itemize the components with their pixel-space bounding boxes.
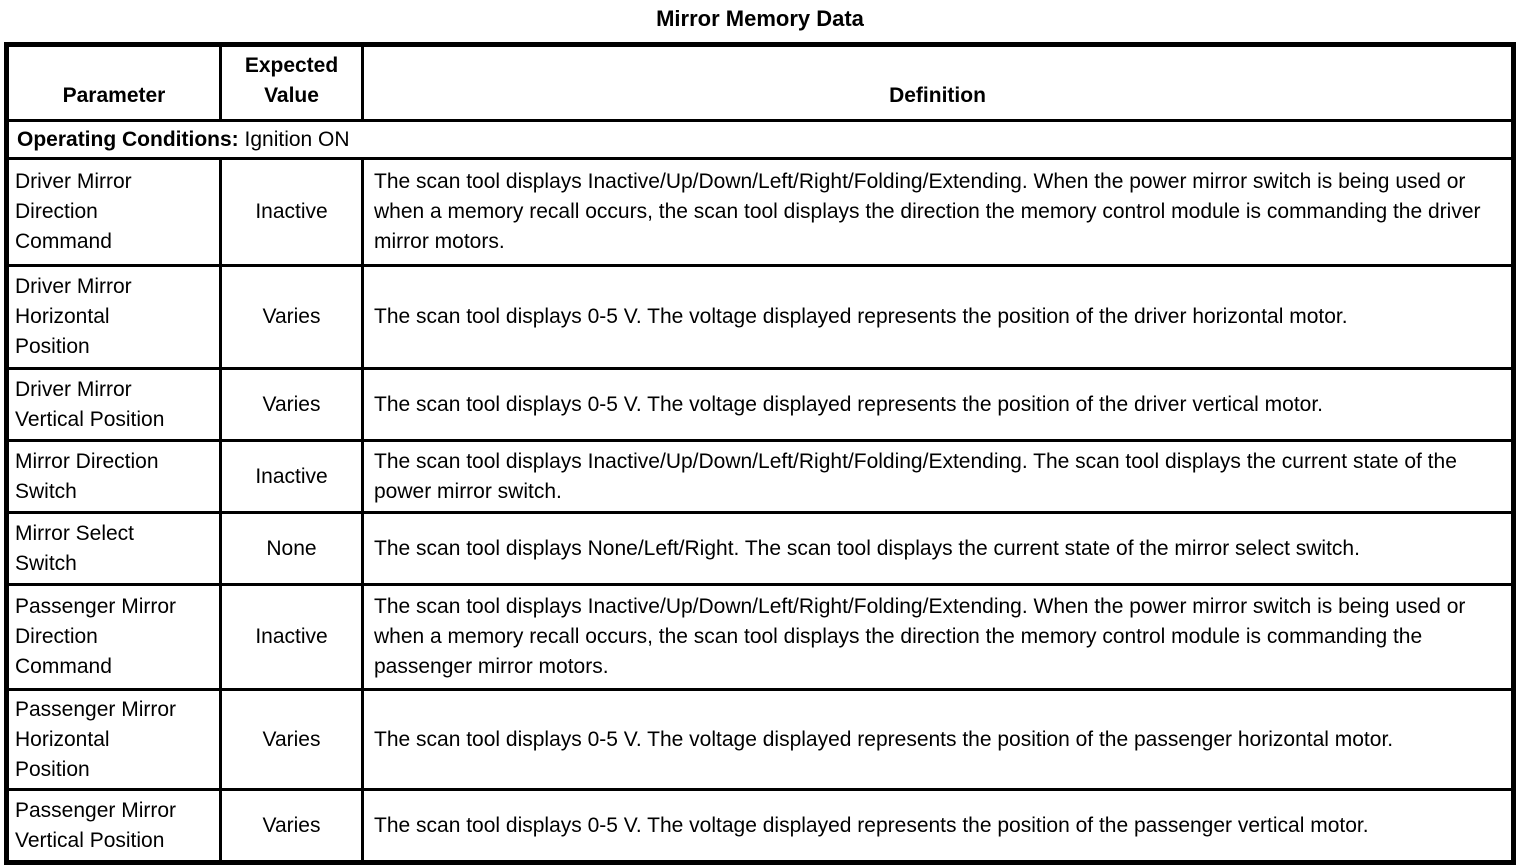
- expected-value-cell: None: [219, 511, 364, 586]
- column-header-definition: Definition: [361, 43, 1515, 122]
- definition-cell: The scan tool displays None/Left/Right. …: [361, 511, 1515, 586]
- definition-cell: The scan tool displays 0-5 V. The voltag…: [361, 788, 1515, 864]
- parameter-cell: Driver Mirror Vertical Position: [5, 367, 222, 442]
- expected-value-cell: Varies: [219, 788, 364, 864]
- expected-value-cell: Inactive: [219, 157, 364, 267]
- column-header-parameter: Parameter: [5, 43, 222, 122]
- parameter-cell: Mirror Direction Switch: [5, 439, 222, 514]
- definition-cell: The scan tool displays 0-5 V. The voltag…: [361, 367, 1515, 442]
- definition-cell: The scan tool displays Inactive/Up/Down/…: [361, 439, 1515, 514]
- operating-conditions-value: Ignition ON: [244, 127, 350, 151]
- parameter-cell: Passenger Mirror Vertical Position: [5, 788, 222, 864]
- table-row: Driver Mirror Horizontal Position Varies…: [5, 264, 1515, 370]
- page-title: Mirror Memory Data: [656, 6, 864, 31]
- parameter-cell: Driver Mirror Direction Command: [5, 157, 222, 267]
- operating-conditions-cell: Operating Conditions: Ignition ON: [5, 119, 1515, 160]
- parameter-cell: Driver Mirror Horizontal Position: [5, 264, 222, 370]
- expected-value-cell: Varies: [219, 264, 364, 370]
- expected-value-cell: Inactive: [219, 439, 364, 514]
- parameter-cell: Passenger Mirror Direction Command: [5, 583, 222, 691]
- mirror-memory-data-table: Parameter Expected Value Definition Oper…: [4, 42, 1516, 865]
- table-row: Mirror Select Switch None The scan tool …: [5, 511, 1515, 586]
- definition-cell: The scan tool displays Inactive/Up/Down/…: [361, 157, 1515, 267]
- expected-value-cell: Inactive: [219, 583, 364, 691]
- table-row: Passenger Mirror Vertical Position Varie…: [5, 788, 1515, 864]
- table-row: Driver Mirror Vertical Position Varies T…: [5, 367, 1515, 442]
- column-header-expected-value: Expected Value: [219, 43, 364, 122]
- operating-conditions-label: Operating Conditions:: [17, 127, 239, 151]
- table-row: Mirror Direction Switch Inactive The sca…: [5, 439, 1515, 514]
- parameter-cell: Passenger Mirror Horizontal Position: [5, 688, 222, 791]
- table-row: Passenger Mirror Horizontal Position Var…: [5, 688, 1515, 791]
- expected-value-cell: Varies: [219, 688, 364, 791]
- header-row: Parameter Expected Value Definition: [5, 43, 1515, 122]
- operating-conditions-row: Operating Conditions: Ignition ON: [5, 119, 1515, 160]
- definition-cell: The scan tool displays 0-5 V. The voltag…: [361, 264, 1515, 370]
- definition-cell: The scan tool displays Inactive/Up/Down/…: [361, 583, 1515, 691]
- parameter-cell: Mirror Select Switch: [5, 511, 222, 586]
- definition-cell: The scan tool displays 0-5 V. The voltag…: [361, 688, 1515, 791]
- expected-value-cell: Varies: [219, 367, 364, 442]
- table-row: Driver Mirror Direction Command Inactive…: [5, 157, 1515, 267]
- table-row: Passenger Mirror Direction Command Inact…: [5, 583, 1515, 691]
